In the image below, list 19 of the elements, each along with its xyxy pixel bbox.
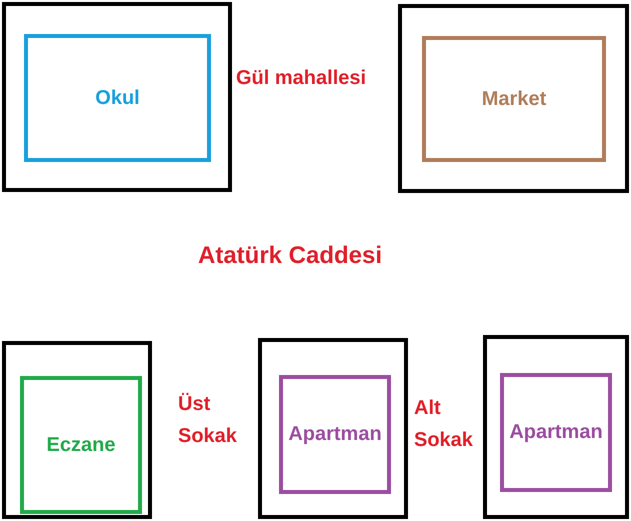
building-box <box>422 36 606 162</box>
place-name: Eczane <box>46 434 116 456</box>
street-label: Üst Sokak <box>178 392 238 449</box>
street-label: Gül mahallesi <box>236 66 366 91</box>
building-box <box>20 376 142 514</box>
lot-outline <box>2 341 152 519</box>
lot-outline <box>398 4 629 193</box>
building-box <box>279 375 391 494</box>
place-name: Apartman <box>288 423 382 446</box>
place-name: Market <box>482 88 546 110</box>
place-name: Apartman <box>509 421 603 444</box>
street-label: Atatürk Caddesi <box>198 241 382 271</box>
street-label: Alt Sokak <box>414 396 474 453</box>
lot-outline <box>258 338 408 519</box>
place-name: Okul <box>95 86 140 110</box>
lot-outline <box>483 335 629 519</box>
building-box <box>24 34 211 162</box>
lot-outline <box>2 2 232 192</box>
building-box <box>500 373 612 492</box>
